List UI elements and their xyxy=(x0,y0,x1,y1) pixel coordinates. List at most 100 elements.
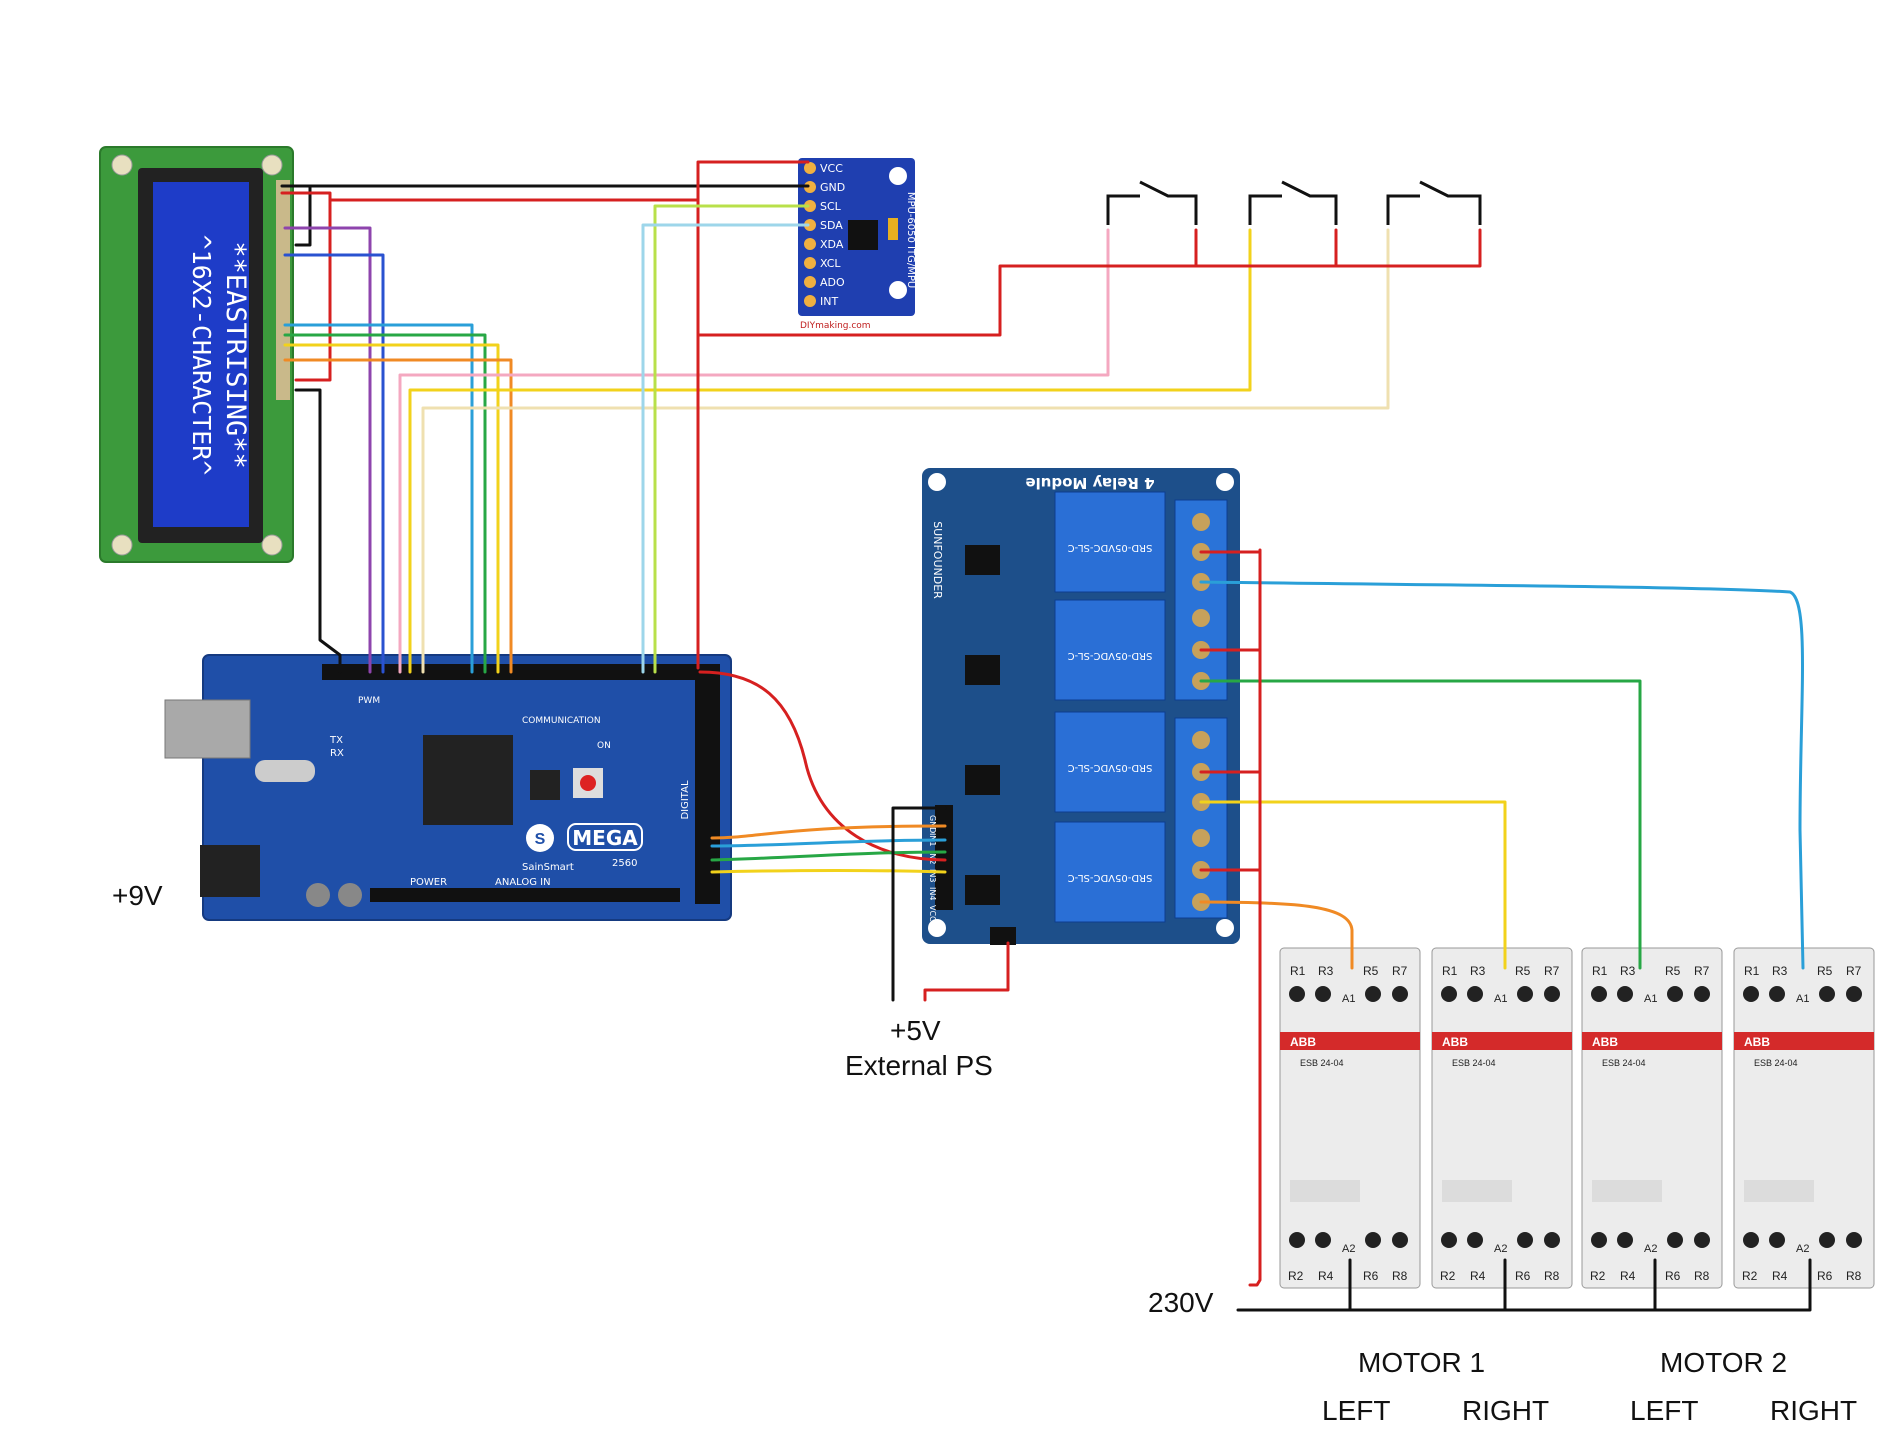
power-jack xyxy=(200,845,260,897)
wire-switch-cream xyxy=(421,228,1390,674)
arduino-pwm-label: PWM xyxy=(358,696,380,706)
relay-3-label: SRD-05VDC-SL-C xyxy=(1068,762,1153,773)
arduino-communication-label: COMMUNICATION xyxy=(522,716,601,726)
wire-switch-pink xyxy=(398,228,1110,674)
lcd-module: **EASTRISING** ^16X2-CHARACTER^ xyxy=(99,146,294,563)
contactor-4-a2: A2 xyxy=(1796,1243,1809,1255)
contactor-1-r7: R7 xyxy=(1392,964,1408,978)
label-external-ps: External PS xyxy=(845,1050,993,1081)
wire-lcd-yellow xyxy=(283,343,500,674)
wire-lcd-lightblue xyxy=(283,323,474,674)
lcd-line-1: **EASTRISING** xyxy=(220,241,251,469)
lcd-screen xyxy=(153,182,249,527)
wire-ps-red xyxy=(923,941,1010,1002)
label-motor-2: MOTOR 2 xyxy=(1660,1347,1787,1378)
contactor-2: ABB ESB 24-04 R1 R3 R5 R7 A1 A2 R2 R4 R6… xyxy=(1431,947,1573,1289)
usb-connector xyxy=(164,699,251,759)
label-motor-2-right: RIGHT xyxy=(1770,1395,1857,1426)
contactor-4-r2: R2 xyxy=(1742,1269,1758,1283)
contactor-1-a2: A2 xyxy=(1342,1243,1355,1255)
wire-lcd-vcc xyxy=(280,191,332,382)
contactor-2-a1: A1 xyxy=(1494,993,1507,1005)
limit-switch-1 xyxy=(1106,180,1198,225)
imu-pin-int: INT xyxy=(820,295,838,308)
contactor-1-r3: R3 xyxy=(1318,964,1334,978)
contactor-3: ABB ESB 24-04 R1 R3 R5 R7 A1 A2 R2 R4 R6… xyxy=(1581,947,1723,1289)
contactor-2-r4: R4 xyxy=(1470,1269,1486,1283)
wire-imu-sda xyxy=(641,223,810,674)
relay-module: 4 Relay Module SUNFOUNDER SRD-05VDC-SL-C… xyxy=(922,468,1240,945)
wire-lcd-green xyxy=(283,333,487,674)
arduino-model: 2560 xyxy=(612,858,637,869)
arduino-brand: SainSmart xyxy=(522,862,574,873)
wire-neutral-bus xyxy=(1236,1258,1812,1312)
wire-relay-in-yellow xyxy=(710,869,947,874)
lcd-header-pins xyxy=(276,180,290,400)
contactor-2-a2: A2 xyxy=(1494,1243,1507,1255)
wires xyxy=(280,160,1812,1312)
contactor-1-r8: R8 xyxy=(1392,1269,1408,1283)
contactor-3-r1: R1 xyxy=(1592,964,1608,978)
arduino-name: MEGA xyxy=(572,826,638,850)
contactor-4-a1: A1 xyxy=(1796,993,1809,1005)
contactor-2-r8: R8 xyxy=(1544,1269,1560,1283)
wire-imu-scl xyxy=(653,204,810,674)
contactor-1-r5: R5 xyxy=(1363,964,1379,978)
contactor-3-r7: R7 xyxy=(1694,964,1710,978)
wire-relay-in-lightblue xyxy=(710,838,947,848)
contactor-1-r4: R4 xyxy=(1318,1269,1334,1283)
wire-relay-green xyxy=(1199,679,1642,970)
contactor-4-r8: R8 xyxy=(1846,1269,1862,1283)
contactor-3-r5: R5 xyxy=(1665,964,1681,978)
relay-4-label: SRD-05VDC-SL-C xyxy=(1068,872,1153,883)
wire-lcd-gnd xyxy=(280,184,312,247)
contactor-4-model: ESB 24-04 xyxy=(1754,1058,1798,1068)
imu-footer: DIYmaking.com xyxy=(800,321,871,331)
relay-pin-in4: IN4 xyxy=(928,887,937,900)
imu-pin-gnd: GND xyxy=(820,181,845,194)
contactor-3-model: ESB 24-04 xyxy=(1602,1058,1646,1068)
contactor-2-r2: R2 xyxy=(1440,1269,1456,1283)
relay-module-brand: SUNFOUNDER xyxy=(931,521,944,599)
wire-arduino-5v xyxy=(698,670,947,862)
relay-2-label: SRD-05VDC-SL-C xyxy=(1068,650,1153,661)
imu-chip xyxy=(848,220,878,250)
contactor-1-r2: R2 xyxy=(1288,1269,1304,1283)
contactor-2-model: ESB 24-04 xyxy=(1452,1058,1496,1068)
svg-text:S: S xyxy=(535,831,546,848)
contactor-1-r6: R6 xyxy=(1363,1269,1379,1283)
relay-pin-gnd: GND xyxy=(928,815,937,833)
arduino-rx-label: RX xyxy=(330,748,344,759)
relay-1: SRD-05VDC-SL-C xyxy=(1054,491,1166,593)
contactor-4-r4: R4 xyxy=(1772,1269,1788,1283)
relay-2: SRD-05VDC-SL-C xyxy=(1054,599,1166,701)
contactor-4-r5: R5 xyxy=(1817,964,1833,978)
lcd-line-2: ^16X2-CHARACTER^ xyxy=(187,235,216,476)
imu-pin-ado: ADO xyxy=(820,276,845,289)
label-9v: +9V xyxy=(112,880,163,911)
label-motor-1: MOTOR 1 xyxy=(1358,1347,1485,1378)
contactor-3-r8: R8 xyxy=(1694,1269,1710,1283)
label-motor-1-right: RIGHT xyxy=(1462,1395,1549,1426)
relay-4: SRD-05VDC-SL-C xyxy=(1054,821,1166,923)
arduino-power-label: POWER xyxy=(410,877,447,888)
arduino-analog-label: ANALOG IN xyxy=(495,877,551,888)
label-5v: +5V xyxy=(890,1015,941,1046)
contactor-4-r6: R6 xyxy=(1817,1269,1833,1283)
wire-relay-in-orange xyxy=(710,824,947,840)
arduino-on-label: ON xyxy=(597,741,611,751)
label-230v: 230V xyxy=(1148,1287,1214,1318)
arduino-digital-label: DIGITAL xyxy=(680,780,691,820)
contactor-3-brand: ABB xyxy=(1592,1035,1618,1049)
contactor-4-brand: ABB xyxy=(1744,1035,1770,1049)
wire-vcc-to-imu xyxy=(328,160,810,202)
imu-chip-label: MPU-6050 ITG/MPU xyxy=(905,192,916,288)
contactor-1-brand: ABB xyxy=(1290,1035,1316,1049)
relay-input-pins: GND IN1 IN2 IN3 IN4 VCC xyxy=(928,815,937,922)
relay-terminals xyxy=(1174,499,1228,919)
contactor-1-model: ESB 24-04 xyxy=(1300,1058,1344,1068)
contactor-3-r4: R4 xyxy=(1620,1269,1636,1283)
contactor-2-r1: R1 xyxy=(1442,964,1458,978)
imu-pin-sda: SDA xyxy=(820,219,843,232)
wire-relay-lightblue xyxy=(1199,580,1805,970)
